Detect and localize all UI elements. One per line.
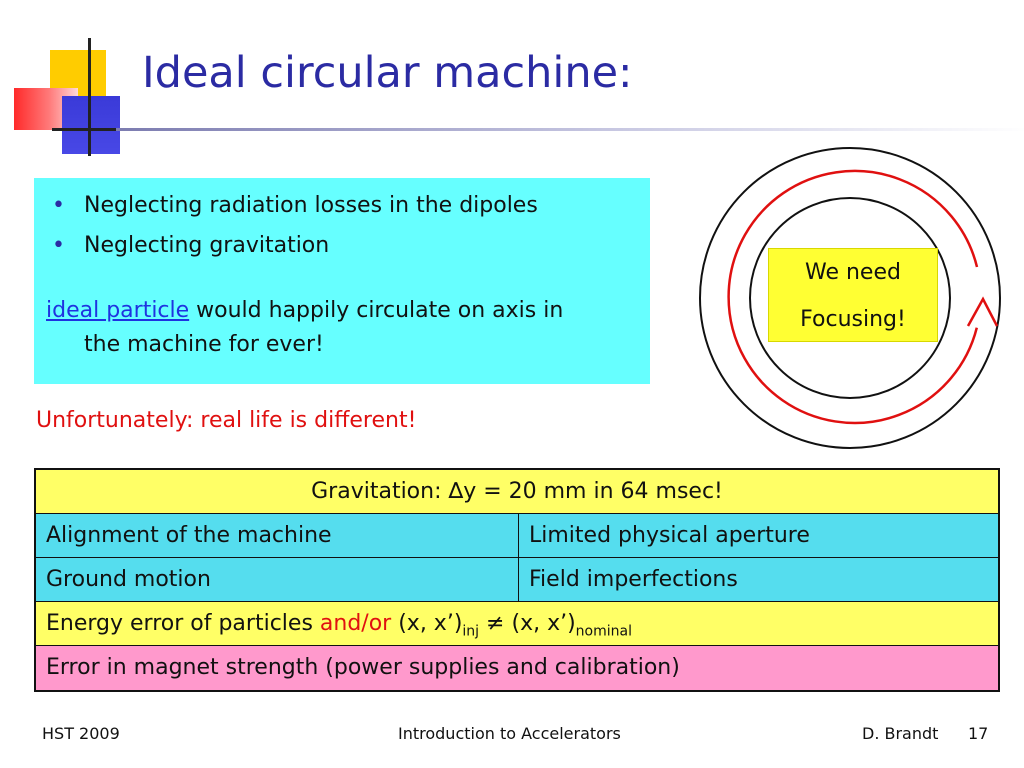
table-cell: Alignment of the machine	[36, 514, 519, 557]
bullet-item: • Neglecting radiation losses in the dip…	[46, 186, 638, 226]
inj-subscript: inj	[462, 623, 480, 640]
focusing-box: We need Focusing!	[768, 248, 938, 342]
energy-prefix: Energy error of particles	[46, 611, 320, 636]
inner-ring	[749, 197, 951, 399]
bullet-dot-icon: •	[52, 193, 65, 218]
footer-author: D. Brandt	[862, 724, 939, 743]
ideal-particle-link[interactable]: ideal particle	[46, 298, 190, 323]
gravitation-cell: Gravitation: ∆y = 20 mm in 64 msec!	[311, 479, 723, 504]
nominal-subscript: nominal	[575, 623, 632, 640]
decor-vertical-line	[88, 38, 91, 156]
bullet-item: • Neglecting gravitation	[46, 226, 638, 266]
ideal-text-line2: the machine for ever!	[84, 332, 324, 357]
footer-course: Introduction to Accelerators	[398, 724, 621, 743]
bullet-text: Neglecting gravitation	[84, 233, 330, 258]
bullet-dot-icon: •	[52, 233, 65, 258]
focusing-line1: We need	[805, 260, 901, 285]
table-cell: Ground motion	[36, 558, 519, 601]
table-row: Error in magnet strength (power supplies…	[36, 646, 998, 690]
real-life-note: Unfortunately: real life is different!	[36, 408, 417, 433]
bullet-text: Neglecting radiation losses in the dipol…	[84, 193, 538, 218]
focusing-line2: Focusing!	[800, 307, 906, 332]
decor-blue-square	[62, 96, 120, 154]
orbit-arrow-icon	[966, 296, 999, 327]
table-row: Gravitation: ∆y = 20 mm in 64 msec!	[36, 470, 998, 514]
decor-horizontal-line	[52, 128, 120, 131]
table-cell: Limited physical aperture	[529, 523, 810, 548]
table-row: Ground motion Field imperfections	[36, 558, 998, 602]
ring-diagram	[699, 147, 1001, 449]
table-row: Energy error of particles and/or (x, x’)…	[36, 602, 998, 646]
energy-mid: (x, x’)	[391, 611, 463, 636]
table-cell: Field imperfections	[529, 567, 738, 592]
ideal-text-line1: would happily circulate on axis in	[189, 298, 564, 323]
table-row: Alignment of the machine Limited physica…	[36, 514, 998, 558]
title-rule	[116, 128, 1024, 131]
energy-neq: ≠ (x, x’)	[479, 611, 576, 636]
particle-orbit	[727, 169, 979, 425]
andor-text: and/or	[319, 611, 392, 636]
footer-event: HST 2009	[42, 724, 120, 743]
energy-error-cell: Energy error of particles and/or (x, x’)…	[36, 602, 998, 645]
ideal-particle-paragraph: ideal particle would happily circulate o…	[46, 294, 638, 362]
slide-title: Ideal circular machine:	[142, 48, 633, 98]
info-box: • Neglecting radiation losses in the dip…	[34, 178, 650, 384]
footer-page-number: 17	[968, 724, 989, 743]
magnet-error-cell: Error in magnet strength (power supplies…	[46, 655, 680, 680]
error-sources-table: Gravitation: ∆y = 20 mm in 64 msec! Alig…	[34, 468, 1000, 692]
outer-ring	[699, 147, 1001, 449]
